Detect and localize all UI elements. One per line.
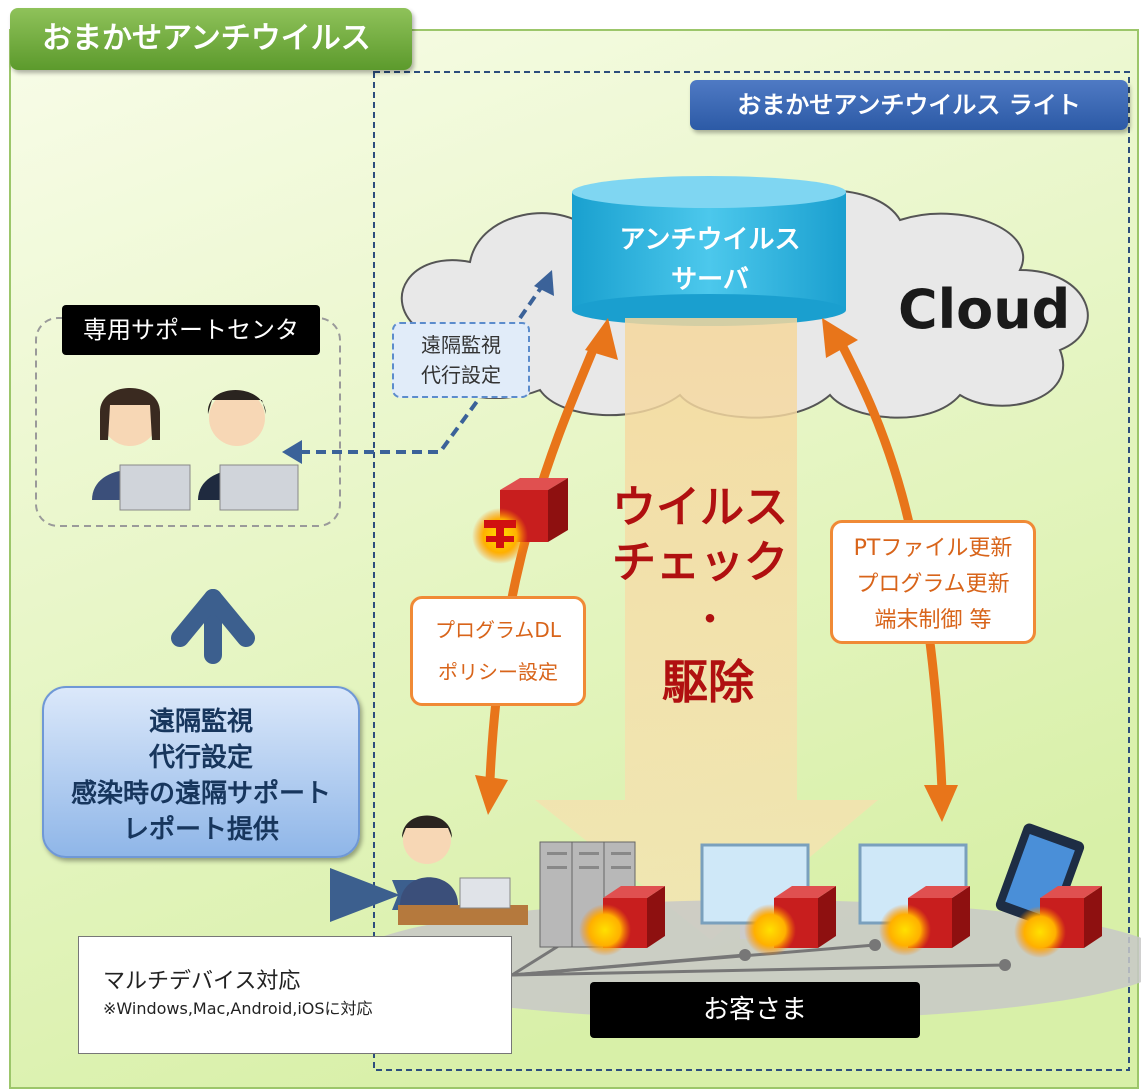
virus-check-arrow <box>535 318 878 940</box>
service-line2: 代行設定 <box>148 743 253 773</box>
remote-box: 遠隔監視 代行設定 <box>392 322 530 398</box>
server-label-line1: アンチウイルス <box>619 225 801 255</box>
multi-device-title: マルチデバイス対応 <box>103 969 301 994</box>
multi-device-note: ※Windows,Mac,Android,iOSに対応 <box>103 999 373 1018</box>
service-line3: 感染時の遠隔サポート <box>70 779 331 809</box>
virus-cube-2 <box>744 886 836 956</box>
virus-cube-3 <box>879 886 970 956</box>
dashed-arrow-head-left <box>282 440 302 464</box>
network-lines <box>511 938 1006 977</box>
support-center-frame <box>35 317 341 527</box>
virus-line2: チェック <box>612 537 788 588</box>
dashed-arrow-head-up <box>534 270 554 296</box>
left-arrow-head-down <box>475 775 508 815</box>
title-tab: おまかせアンチウイルス <box>10 8 412 70</box>
virus-dot: ・ <box>690 597 730 643</box>
virus-check-label: ウイルス チェック <box>610 480 790 590</box>
remote-line2: 代行設定 <box>421 363 501 387</box>
service-line1: 遠隔監視 <box>148 707 253 737</box>
program-dl-line1: プログラムDL <box>435 618 561 642</box>
operator-icon-male <box>198 390 299 511</box>
update-line2: プログラム更新 <box>856 572 1010 597</box>
customer-label: お客さま <box>590 982 920 1038</box>
support-center-label: 専用サポートセンタ <box>62 305 320 355</box>
customer-person-icon <box>398 815 528 925</box>
virus-cube-cloud <box>472 478 568 564</box>
lite-region <box>373 71 1130 1071</box>
title-text: おまかせアンチウイルス <box>42 21 371 56</box>
right-orange-arrow <box>837 340 947 795</box>
right-arrow-head-up <box>822 318 858 358</box>
server-label: アンチウイルス サーバ <box>575 220 845 300</box>
update-line1: PTファイル更新 <box>853 536 1013 561</box>
support-up-arrow <box>171 589 255 664</box>
lite-title-text: おまかせアンチウイルス ライト <box>737 91 1081 119</box>
update-line3: 端末制御 等 <box>874 608 992 633</box>
cloud-label: Cloud <box>898 278 1071 341</box>
virus-remove-label: 駆除 <box>662 655 754 709</box>
lite-title-tab: おまかせアンチウイルス ライト <box>690 80 1128 130</box>
virus-cube-1 <box>579 886 665 956</box>
service-line4: レポート提供 <box>122 815 279 845</box>
right-arrow-head-down <box>924 785 958 822</box>
virus-line1: ウイルス <box>612 482 788 533</box>
operator-icon-female <box>92 388 191 511</box>
remote-line1: 遠隔監視 <box>421 333 501 357</box>
server-label-line2: サーバ <box>671 265 749 295</box>
program-dl-box: プログラムDL ポリシー設定 <box>410 596 586 706</box>
program-dl-line2: ポリシー設定 <box>438 660 558 684</box>
multi-device-box: マルチデバイス対応 ※Windows,Mac,Android,iOSに対応 <box>78 936 512 1054</box>
update-box: PTファイル更新 プログラム更新 端末制御 等 <box>830 520 1036 644</box>
services-box: 遠隔監視 代行設定 感染時の遠隔サポート レポート提供 <box>42 686 360 858</box>
virus-cube-4 <box>1014 886 1102 958</box>
left-arrow-head-up <box>585 318 618 360</box>
